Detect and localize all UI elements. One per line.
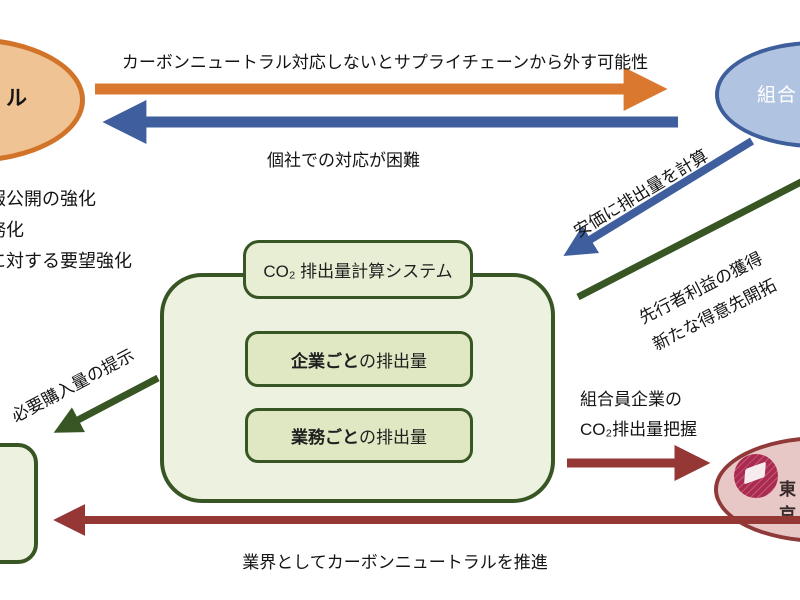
first-mover-advantage-arrow <box>576 178 800 301</box>
industry-promotion-label: 業界としてカーボンニュートラルを推進 <box>242 553 548 572</box>
company-emission-box: 企業ごとの排出量 <box>245 331 473 387</box>
company-emission-rest: の排出量 <box>359 351 427 371</box>
purchase-amount-arrow <box>53 374 160 433</box>
note-line: 報公開の強化 <box>0 189 96 209</box>
co2-system-title-box: CO₂ 排出量計算システム <box>243 240 473 299</box>
task-emission-rest: の排出量 <box>359 428 427 447</box>
supply-chain-warning-label: カーボンニュートラル対応しないとサプライチェーンから外す可能性 <box>121 53 649 72</box>
individual-difficulty-label: 個社での対応が困難 <box>267 151 420 170</box>
note-line: に対する要望強化 <box>0 251 132 271</box>
co2-system-title: CO₂ 排出量計算システム <box>263 262 453 281</box>
tokyo-logo-icon <box>734 454 778 498</box>
left-notes: 報公開の強化 務化 に対する要望強化 <box>0 184 132 277</box>
task-emission-box: 業務ごとの排出量 <box>245 408 473 463</box>
member-emission-line2: CO₂排出量把握 <box>580 420 698 439</box>
company-emission-bold: 企業ごと <box>291 351 359 371</box>
cheap-calculation-arrow <box>563 137 755 256</box>
member-emission-line1: 組合員企業の <box>580 390 682 409</box>
task-emission-bold: 業務ごと <box>291 428 359 447</box>
member-emission-label: 組合員企業の CO₂排出量把握 <box>580 385 697 445</box>
note-line: 務化 <box>0 220 24 240</box>
customer-label: ル <box>6 87 27 110</box>
association-label: 組合 <box>757 85 798 106</box>
left-partial-box <box>0 443 38 564</box>
